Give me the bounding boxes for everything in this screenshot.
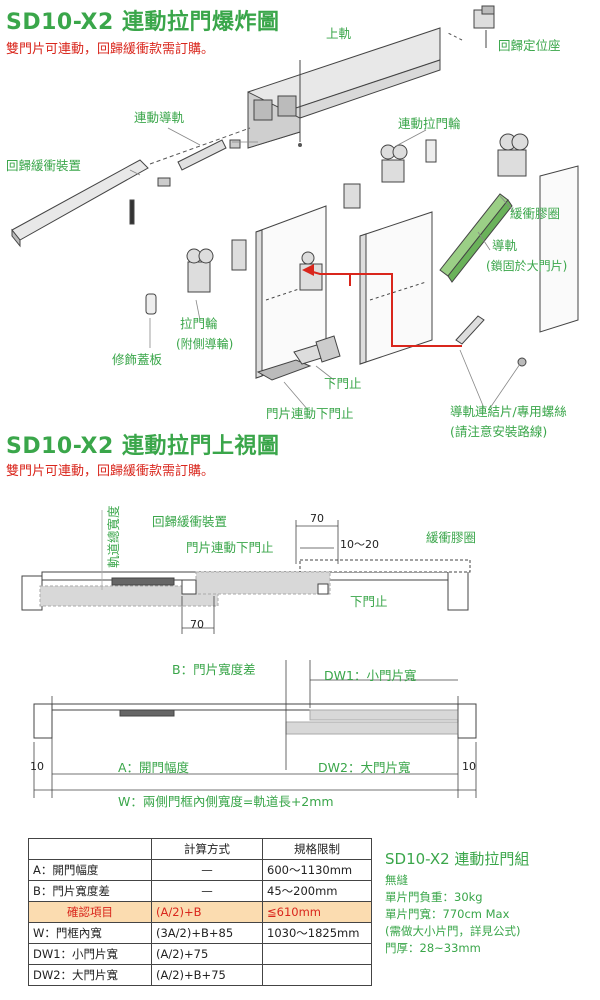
table-cell-formula: (A/2)+B — [151, 901, 263, 923]
door-wheel-drawing — [145, 239, 323, 315]
table-row: A：開門幅度 — 600～1130mm — [28, 859, 372, 881]
product-spec-line: 門厚：28~33mm — [385, 941, 481, 955]
bottom-stop-drawing — [256, 335, 341, 381]
table-cell-limit — [262, 943, 372, 965]
product-spec-line: 無縫 — [385, 873, 408, 887]
label-bumper: 緩衝膠圈 — [510, 206, 560, 221]
topview-subtitle: 雙門片可連動，回歸緩衝款需訂購。 — [6, 464, 215, 479]
table-row: DW2：大門片寬 (A/2)+B+75 — [28, 964, 372, 986]
product-title: SD10-X2 連動拉門組 — [385, 850, 530, 868]
label-link-rail: 連動導軌 — [134, 110, 185, 125]
return-buffer-drawing — [11, 159, 149, 248]
label-w-frame: W：兩側門框內側寬度=軌道長+2mm — [118, 794, 334, 809]
table-cell-item: B：門片寬度差 — [28, 880, 152, 902]
table-cell-formula: (A/2)+75 — [151, 943, 263, 965]
label-tv-bottom-stop: 下門止 — [350, 594, 388, 609]
table-row-highlight: 確認項目 (A/2)+B ≦610mm — [28, 901, 372, 923]
label-top-rail: 上軌 — [326, 26, 352, 41]
product-spec-line: 單片門負重：30kg — [385, 890, 483, 904]
label-link-wheel: 連動拉門輪 — [398, 116, 461, 131]
rail-link-plate-drawing — [455, 315, 527, 367]
product-spec-line: 單片門寬：770cm Max — [385, 907, 510, 921]
table-row: DW1：小門片寬 (A/2)+75 — [28, 943, 372, 965]
label-door-wheel: 拉門輪 — [180, 316, 218, 331]
label-return-seat: 回歸定位座 — [498, 38, 561, 53]
guide-rail-drawing — [439, 193, 513, 283]
product-spec-line: (需做大小片門，詳見公式) — [385, 924, 521, 938]
return-seat-drawing — [473, 5, 495, 48]
label-trim-plate: 修飾蓋板 — [112, 352, 163, 367]
label-rail-link-note: (請注意安裝路線) — [450, 424, 547, 439]
top-rail-drawing — [247, 27, 441, 149]
table-cell-limit: ≦610mm — [262, 901, 372, 923]
spec-table: 計算方式 規格限制 A：開門幅度 — 600～1130mm B：門片寬度差 — … — [28, 838, 372, 986]
label-door-wheel-note: (附側導輪) — [176, 336, 233, 351]
table-cell-item: DW2：大門片寬 — [28, 964, 152, 986]
exploded-diagram: 上軌 回歸定位座 連動導軌 回歸緩衝裝置 連動拉門輪 緩衝膠圈 導軌 (鎖固於大… — [6, 5, 579, 439]
table-cell-item: W：門框內寬 — [28, 922, 152, 944]
table-cell-limit — [262, 964, 372, 986]
table-cell-formula: (A/2)+B+75 — [151, 964, 263, 986]
table-row: W：門框內寬 (3A/2)+B+85 1030～1825mm — [28, 922, 372, 944]
label-door-link-bottom-stop: 門片連動下門止 — [266, 406, 354, 421]
table-cell-formula: (3A/2)+B+85 — [151, 922, 263, 944]
label-bottom-stop: 下門止 — [324, 376, 362, 391]
exploded-title: SD10-X2 連動拉門爆炸圖 — [6, 10, 280, 35]
table-header-cell — [28, 838, 152, 860]
label-tv-bumper: 緩衝膠圈 — [426, 530, 476, 545]
label-tv-door-link-stop: 門片連動下門止 — [186, 540, 274, 555]
topview-diagram: 軌道總寬度 回歸緩衝裝置 門片連動下門止 緩衝膠圈 下門止 70 10～20 7… — [21, 505, 477, 809]
link-rail-drawing — [157, 139, 241, 187]
table-cell-formula: — — [151, 880, 263, 902]
install-route — [305, 269, 462, 347]
topview-title: SD10-X2 連動拉門上視圖 — [6, 434, 280, 459]
table-row: B：門片寬度差 — 45～200mm — [28, 880, 372, 902]
table-cell-limit: 45～200mm — [262, 880, 372, 902]
label-rail-width: 軌道總寬度 — [106, 505, 121, 568]
label-rail-link-plate: 導軌連結片/專用螺絲 — [450, 404, 567, 419]
table-header-cell: 規格限制 — [262, 838, 372, 860]
dim-10-right: 10 — [462, 760, 476, 773]
dim-10-left: 10 — [30, 760, 44, 773]
label-guide-rail-note: (鎖固於大門片) — [486, 258, 567, 273]
table-header-row: 計算方式 規格限制 — [28, 838, 372, 860]
table-header-cell: 計算方式 — [151, 838, 263, 860]
door-panels-drawing — [255, 165, 579, 379]
label-guide-rail: 導軌 — [492, 238, 518, 253]
link-wheel-drawing — [343, 139, 437, 209]
table-cell-item: 確認項目 — [28, 901, 152, 923]
table-cell-item: DW1：小門片寬 — [28, 943, 152, 965]
table-cell-limit: 600～1130mm — [262, 859, 372, 881]
table-cell-item: A：開門幅度 — [28, 859, 152, 881]
exploded-subtitle: 雙門片可連動，回歸緩衝款需訂購。 — [6, 42, 215, 57]
table-cell-limit: 1030～1825mm — [262, 922, 372, 944]
dim-70-top: 70 — [310, 512, 324, 525]
label-dw2: DW2：大門片寬 — [318, 760, 410, 775]
product-specs: SD10-X2 連動拉門組 無縫 單片門負重：30kg 單片門寬：770cm M… — [385, 851, 529, 957]
dim-70-bottom: 70 — [190, 618, 204, 631]
label-return-buffer: 回歸緩衝裝置 — [6, 158, 81, 173]
label-a-opening: A：開門幅度 — [118, 760, 190, 775]
table-cell-formula: — — [151, 859, 263, 881]
dim-10-20: 10～20 — [340, 538, 379, 551]
label-tv-return-buffer: 回歸緩衝裝置 — [152, 514, 227, 529]
label-dw1: DW1：小門片寬 — [324, 668, 416, 683]
label-b-diff: B：門片寬度差 — [172, 662, 256, 677]
